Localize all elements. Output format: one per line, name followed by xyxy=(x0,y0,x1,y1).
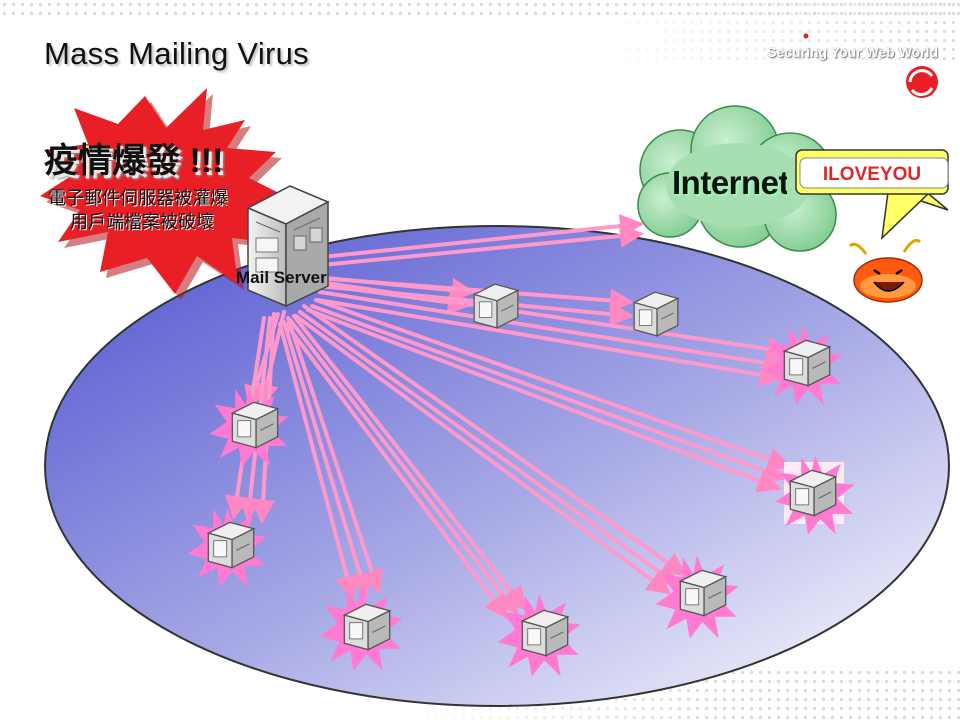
desktop-computer-icon xyxy=(231,401,279,449)
virus-speech-bubble xyxy=(795,149,949,241)
bug-face-icon xyxy=(848,238,923,303)
tagline: Securing Your Web World xyxy=(767,44,938,60)
desktop-computer-icon xyxy=(521,609,569,657)
desktop-computer-icon xyxy=(679,569,727,617)
outbreak-line-1: 電子郵件伺服器被灌爆 xyxy=(48,188,228,208)
desktop-computer-icon xyxy=(473,283,519,329)
client-computer-5 xyxy=(775,455,855,535)
virus-name-label: ILOVEYOU xyxy=(822,164,922,185)
desktop-computer-icon xyxy=(789,469,837,517)
desktop-computer-icon xyxy=(633,291,679,337)
desktop-computer-icon xyxy=(343,603,391,651)
internet-label: Internet xyxy=(672,164,787,201)
outbreak-burst xyxy=(40,88,291,300)
server-tower-icon xyxy=(246,185,330,308)
outbreak-title: 疫情爆發 !!! xyxy=(44,142,224,180)
client-computer-2 xyxy=(633,291,679,337)
mail-server-label: Mail Server xyxy=(236,268,327,287)
desktop-computer-icon xyxy=(207,521,255,569)
outbreak-line-2: 用戶端檔案被破壞 xyxy=(70,212,214,232)
trend-micro-logo-icon xyxy=(803,33,938,98)
desktop-computer-icon xyxy=(783,339,831,387)
slide-title: Mass Mailing Virus xyxy=(44,36,309,71)
client-computer-1 xyxy=(473,283,519,329)
mail-arrows xyxy=(225,214,792,620)
